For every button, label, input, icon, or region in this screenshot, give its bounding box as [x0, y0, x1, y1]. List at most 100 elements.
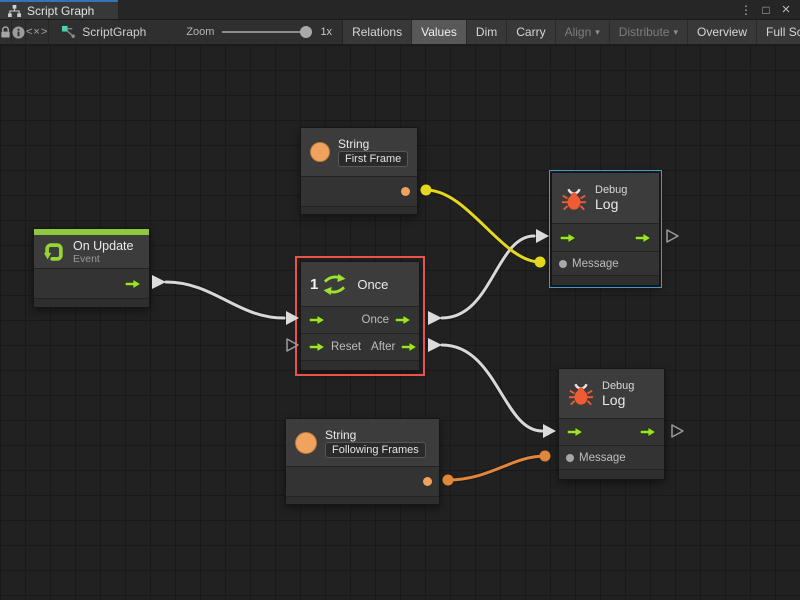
- lock-icon: [0, 26, 11, 39]
- node-debug-log-bottom[interactable]: Debug Log Message: [558, 368, 665, 480]
- string-value-field[interactable]: First Frame: [338, 151, 409, 167]
- distribute-button[interactable]: Distribute ▾: [609, 20, 689, 44]
- node-title: Debug: [602, 379, 635, 392]
- breadcrumb[interactable]: ScriptGraph: [49, 20, 158, 44]
- node-string-first-frame[interactable]: String First Frame: [300, 127, 418, 215]
- window-menu-icon[interactable]: ⋮: [740, 2, 752, 17]
- node-header: String Following Frames: [286, 419, 439, 466]
- code-view-button[interactable]: <×>: [26, 20, 50, 44]
- string-output-port[interactable]: [423, 477, 432, 486]
- node-footer: [34, 298, 149, 307]
- wire-onupdate-to-once[interactable]: [164, 280, 286, 320]
- graph-icon: [61, 25, 76, 39]
- wire-string-first-to-message[interactable]: [425, 188, 541, 264]
- after-output-label: After: [371, 341, 396, 353]
- once-output-marker: [428, 311, 442, 325]
- window-controls: ⋮ □ ×: [738, 0, 800, 19]
- string-value-field[interactable]: Following Frames: [325, 441, 426, 458]
- loop-icon: [43, 241, 65, 263]
- fullscreen-button[interactable]: Full Screen: [757, 20, 800, 44]
- node-header: Debug Log: [552, 173, 659, 223]
- graph-canvas[interactable]: String First Frame Debug Log Message: [0, 45, 800, 600]
- node-title: String: [338, 137, 370, 151]
- values-button[interactable]: Values: [412, 20, 467, 44]
- wire-after-to-debug-bottom[interactable]: [440, 343, 544, 433]
- tab-label: Script Graph: [27, 3, 95, 18]
- flow-input-port[interactable]: [308, 314, 326, 326]
- yellow-wire-start-dot: [420, 184, 432, 196]
- node-title: On Update: [73, 238, 134, 253]
- orange-wire-end-dot: [539, 450, 551, 462]
- tab-script-graph[interactable]: Script Graph: [0, 0, 118, 19]
- zoom-slider[interactable]: [222, 25, 313, 39]
- code-view-icon: <×>: [26, 26, 49, 38]
- graph-name: ScriptGraph: [82, 25, 147, 39]
- dim-button[interactable]: Dim: [466, 20, 508, 44]
- flow-output-port[interactable]: [124, 278, 142, 290]
- once-input-marker: [286, 311, 299, 325]
- node-once[interactable]: 1 Once Once Reset After: [295, 256, 425, 376]
- node-subtitle: Event: [73, 252, 100, 265]
- zoom-control: Zoom 1x: [158, 20, 342, 44]
- orange-wire-start-dot: [442, 474, 454, 486]
- carry-button[interactable]: Carry: [507, 20, 556, 44]
- node-subtitle: Log: [602, 391, 626, 408]
- flow-input-port[interactable]: [566, 426, 584, 438]
- maximize-icon[interactable]: □: [762, 2, 770, 17]
- overview-button[interactable]: Overview: [688, 20, 758, 44]
- node-debug-log-top[interactable]: Debug Log Message: [549, 170, 662, 288]
- chevron-down-icon: ▾: [673, 26, 679, 37]
- toolbar-buttons: Relations Values Dim Carry Align ▾ Distr…: [342, 20, 800, 44]
- event-color-strip: [34, 229, 149, 235]
- node-footer: [301, 360, 419, 370]
- close-icon[interactable]: ×: [781, 0, 791, 18]
- flow-output-port[interactable]: [639, 426, 657, 438]
- debug-bottom-input-marker: [543, 424, 556, 438]
- reset-input-label: Reset: [331, 341, 362, 353]
- flow-input-port[interactable]: [559, 232, 577, 244]
- bug-icon: [568, 381, 594, 406]
- debug-bottom-output-marker: [671, 424, 684, 438]
- node-footer: [552, 275, 659, 285]
- info-button[interactable]: [12, 20, 26, 44]
- message-input-port[interactable]: [559, 259, 567, 268]
- wire-once-to-debug-top[interactable]: [440, 234, 536, 320]
- zoom-slider-handle[interactable]: [300, 26, 313, 38]
- node-title: Debug: [595, 184, 628, 196]
- relations-button[interactable]: Relations: [343, 20, 413, 44]
- reset-input-port[interactable]: [308, 341, 326, 353]
- lock-button[interactable]: [0, 20, 12, 44]
- debug-top-input-marker: [536, 229, 549, 243]
- node-header: String First Frame: [301, 128, 417, 176]
- node-header: On Update Event: [34, 235, 149, 268]
- message-row: Message: [552, 251, 659, 275]
- message-row: Message: [559, 445, 664, 469]
- node-footer: [286, 496, 439, 504]
- reset-input-marker: [286, 338, 299, 352]
- message-label: Message: [572, 257, 619, 270]
- flow-row: [559, 418, 664, 445]
- titlebar-spacer: [118, 0, 738, 19]
- node-on-update[interactable]: On Update Event: [33, 228, 150, 308]
- once-count-badge: 1: [310, 275, 319, 293]
- node-footer: [559, 469, 664, 479]
- once-output-port[interactable]: [394, 314, 412, 326]
- window-titlebar: Script Graph ⋮ □ ×: [0, 0, 800, 20]
- node-header: 1 Once: [301, 262, 419, 306]
- message-input-port[interactable]: [566, 453, 574, 462]
- flow-output-port[interactable]: [634, 232, 652, 244]
- node-header: Debug Log: [559, 369, 664, 418]
- node-string-following-frames[interactable]: String Following Frames: [285, 418, 440, 505]
- node-title: Once: [357, 276, 389, 292]
- after-output-port[interactable]: [400, 341, 418, 353]
- zoom-slider-track: [222, 31, 313, 33]
- node-title: String: [325, 427, 357, 442]
- align-button[interactable]: Align ▾: [555, 20, 610, 44]
- after-output-marker: [428, 338, 442, 352]
- zoom-label: Zoom: [186, 26, 215, 38]
- wire-string-following-to-message[interactable]: [447, 454, 546, 482]
- output-row: [286, 466, 439, 496]
- string-output-port[interactable]: [401, 187, 410, 196]
- info-icon: [12, 26, 25, 39]
- onupdate-output-marker: [152, 275, 166, 289]
